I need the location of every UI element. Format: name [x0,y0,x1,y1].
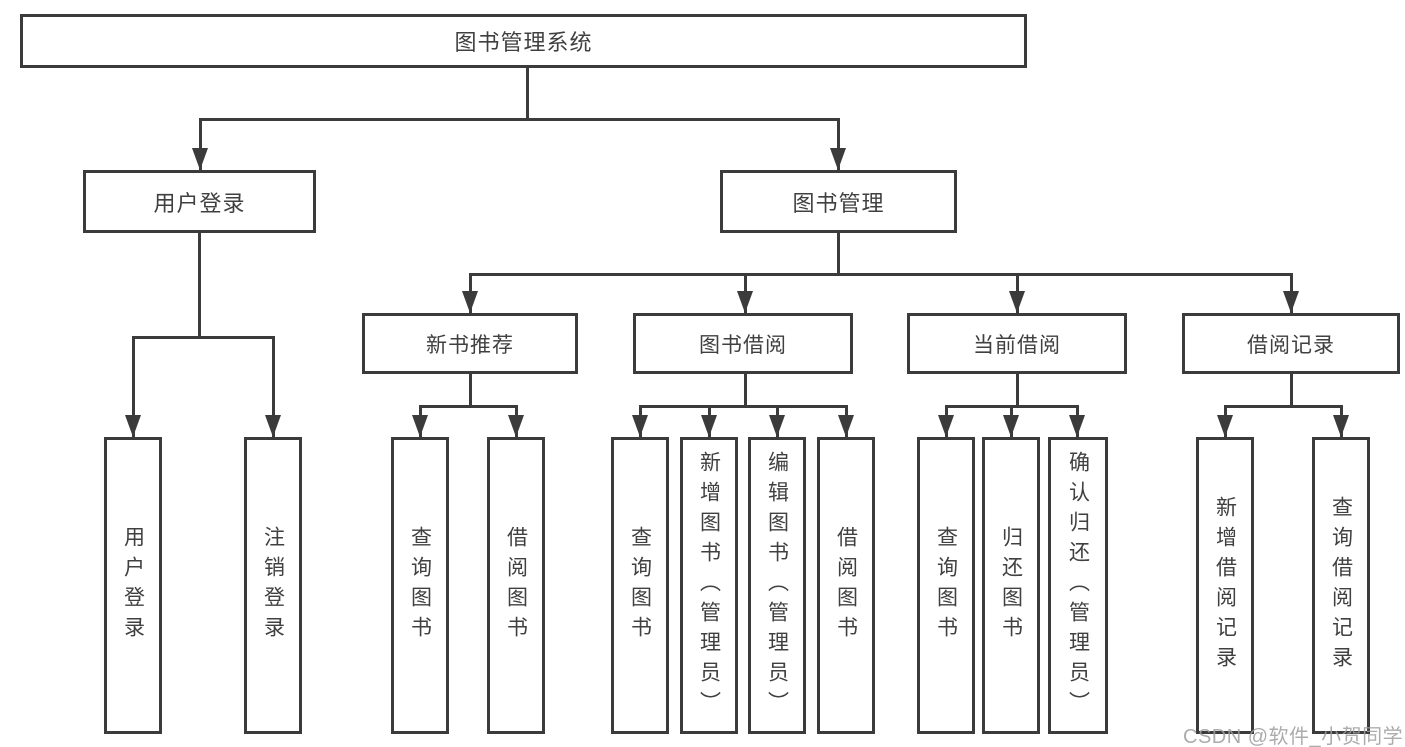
node-book-borrowing: 图书借阅 [633,313,853,374]
leaf-query-books-current: 查询图书 [917,437,975,734]
node-label: 归还图书 [999,525,1023,646]
node-label: 当前借阅 [973,333,1061,357]
node-label: 查询图书 [934,525,958,646]
node-label: 图书借阅 [699,333,787,357]
arrow-down-icon [125,415,141,437]
leaf-edit-books-admin: 编辑图书（管理员） [748,437,806,734]
node-label: 借阅记录 [1247,333,1335,357]
leaf-borrow-books: 借阅图书 [817,437,875,734]
node-new-book-recommendation: 新书推荐 [362,313,578,374]
connector-book-stem [836,233,840,275]
node-label: 查询借阅记录 [1329,495,1353,676]
connector-arm-leaf-logout [271,336,275,437]
connector-user-branch [131,335,275,339]
arrow-down-icon [462,291,478,313]
arrow-down-icon [192,148,208,170]
arrow-down-icon [1283,291,1299,313]
arrow-down-icon [1217,415,1233,437]
leaf-confirm-return-admin: 确认归还（管理员） [1048,437,1108,734]
node-label: 编辑图书（管理员） [765,450,789,721]
node-user-login: 用户登录 [83,170,316,233]
connector-level3-branch [468,272,1293,276]
node-label: 新书推荐 [426,333,514,357]
connector-sec1-stem [468,374,472,407]
node-label: 确认归还（管理员） [1066,450,1090,721]
connector-sec3-stem [1015,374,1019,407]
connector-sec1-branch [418,404,518,408]
arrow-down-icon [508,415,524,437]
arrow-down-icon [1069,415,1085,437]
leaf-logout: 注销登录 [244,437,302,734]
node-borrowing-records: 借阅记录 [1182,313,1400,374]
connector-arm-user-login [198,118,202,170]
connector-arm-leaf-user-login [131,336,135,437]
arrow-down-icon [1003,415,1019,437]
node-label: 图书管理系统 [454,30,593,55]
connector-sec2-stem [743,374,747,407]
arrow-down-icon [1333,415,1349,437]
leaf-borrow-books-recommend: 借阅图书 [487,437,545,734]
connector-root-stem [525,68,529,120]
connector-arm-book-management [836,118,840,170]
arrow-down-icon [412,415,428,437]
node-label: 借阅图书 [504,525,528,646]
csdn-watermark: CSDN @软件_小贺同学 [1183,726,1404,747]
arrow-down-icon [938,415,954,437]
node-label: 新增图书（管理员） [697,450,721,721]
leaf-return-books: 归还图书 [982,437,1040,734]
leaf-add-books-admin: 新增图书（管理员） [680,437,738,734]
connector-sec2-branch [638,404,848,408]
connector-user-stem [198,233,201,338]
node-label: 借阅图书 [834,525,858,646]
node-label: 注销登录 [261,525,285,646]
node-label: 查询图书 [628,525,652,646]
arrow-down-icon [737,291,753,313]
arrow-down-icon [632,415,648,437]
node-label: 用户登录 [153,190,246,216]
leaf-user-login: 用户登录 [104,437,162,734]
node-label: 查询图书 [408,525,432,646]
arrow-down-icon [838,415,854,437]
arrow-down-icon [701,415,717,437]
connector-level2-branch [198,117,840,121]
node-label: 用户登录 [121,525,145,646]
node-label: 新增借阅记录 [1213,495,1237,676]
leaf-add-borrow-record: 新增借阅记录 [1196,437,1254,734]
arrow-down-icon [265,415,281,437]
leaf-query-books-borrow: 查询图书 [611,437,669,734]
arrow-down-icon [830,148,846,170]
leaf-query-borrow-record: 查询借阅记录 [1312,437,1370,734]
leaf-query-books-recommend: 查询图书 [391,437,449,734]
node-label: 图书管理 [792,190,885,216]
node-current-borrowing: 当前借阅 [907,313,1127,374]
node-book-management: 图书管理 [720,170,957,233]
connector-sec4-stem [1289,374,1293,407]
arrow-down-icon [769,415,785,437]
connector-sec4-branch [1223,404,1343,408]
node-library-management-system: 图书管理系统 [20,14,1027,68]
arrow-down-icon [1009,291,1025,313]
